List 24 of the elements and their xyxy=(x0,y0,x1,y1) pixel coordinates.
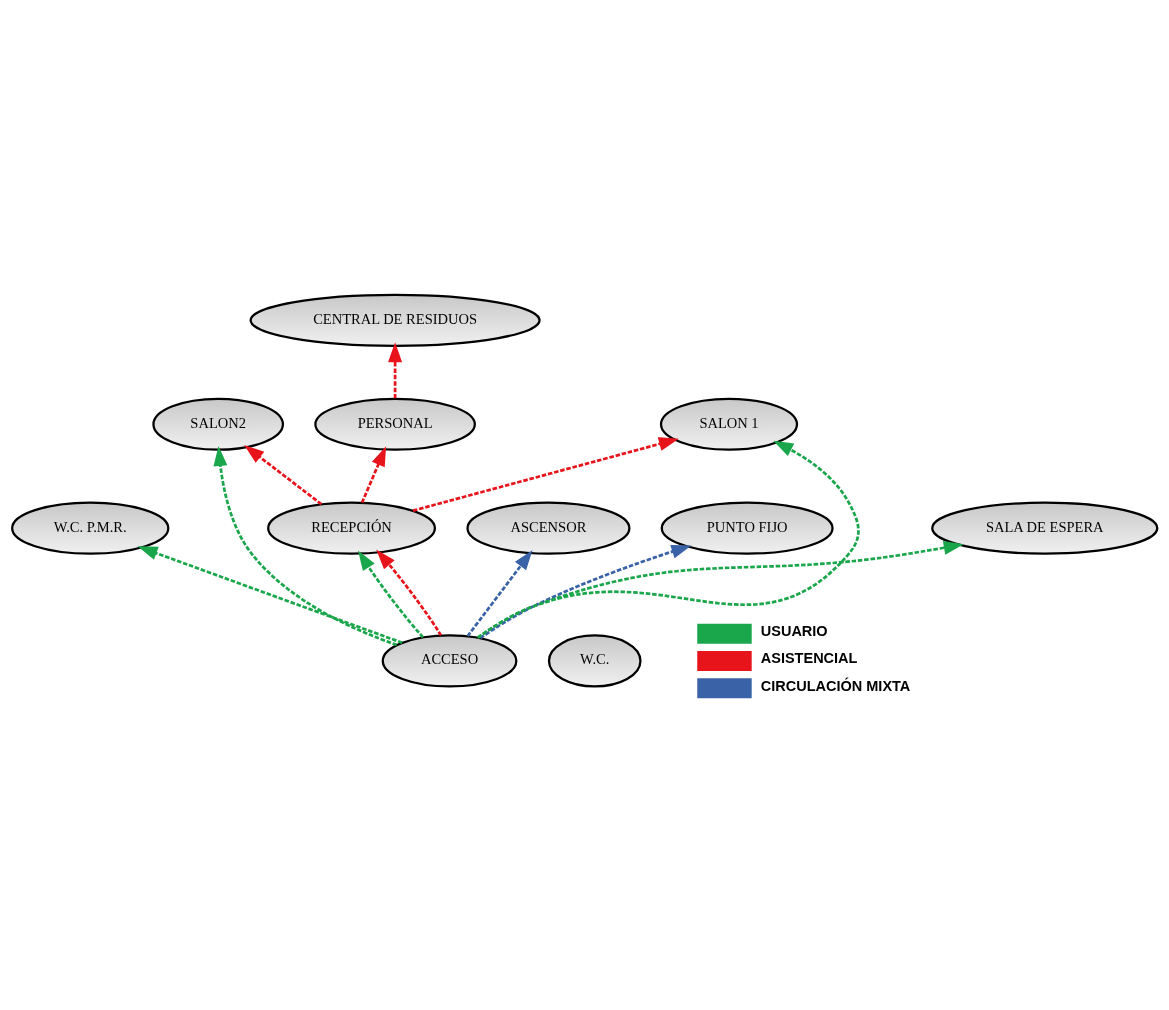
arrow xyxy=(412,437,679,512)
node-ellipse: W.C. P.M.R. xyxy=(11,501,170,555)
node-ellipse: ACCESO xyxy=(381,634,518,688)
arrow xyxy=(376,549,443,637)
legend-label: CIRCULACIÓN MIXTA xyxy=(760,677,911,694)
arrow xyxy=(360,446,387,504)
arrow xyxy=(137,546,403,645)
legend-label: USUARIO xyxy=(760,623,828,640)
node-ellipse: PERSONAL xyxy=(314,397,476,451)
arrow xyxy=(213,445,398,647)
node-ellipse: PUNTO FIJO xyxy=(660,501,834,555)
arrow xyxy=(477,440,860,639)
node-ellipse: ASCENSOR xyxy=(466,501,631,555)
arrow xyxy=(466,550,533,637)
arrow xyxy=(358,550,424,639)
arrow xyxy=(479,544,692,640)
node-ellipse: SALON2 xyxy=(152,397,285,451)
arrow xyxy=(244,445,323,506)
node-ellipse: W.C. xyxy=(547,634,642,688)
legend-label: ASISTENCIAL xyxy=(760,650,858,667)
arrow xyxy=(476,540,964,639)
node-ellipse: RECEPCIÓN xyxy=(267,501,437,555)
node-ellipse: CENTRAL DE RESIDUOS xyxy=(249,293,541,347)
arrow xyxy=(388,342,403,399)
